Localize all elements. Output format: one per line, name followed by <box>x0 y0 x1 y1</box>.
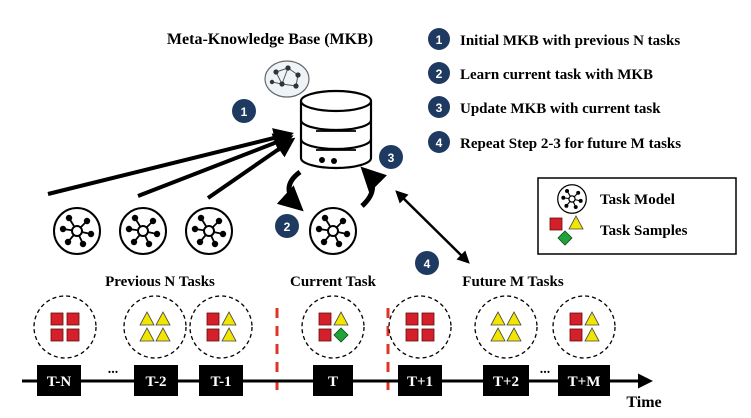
svg-text:1: 1 <box>436 33 443 47</box>
svg-text:3: 3 <box>388 151 395 165</box>
svg-text:4: 4 <box>424 257 431 271</box>
task-samples-icon <box>549 215 584 246</box>
step-badge-2: 2 <box>275 214 299 238</box>
previous-task-model-1 <box>53 207 101 255</box>
step-item-4: 4 Repeat Step 2-3 for future M tasks <box>428 131 681 153</box>
step-text-4: Repeat Step 2-3 for future M tasks <box>460 136 681 152</box>
svg-text:2: 2 <box>284 220 291 234</box>
timeline-box-t-1: T-1 <box>199 365 243 396</box>
current-task-label: Current Task <box>290 274 377 290</box>
timeline-box-t-2: T-2 <box>134 365 178 396</box>
step-badge-3: 3 <box>379 145 403 169</box>
samples-t-plus-m <box>552 295 616 359</box>
svg-text:T-2: T-2 <box>145 374 166 390</box>
svg-text:T+1: T+1 <box>407 374 433 390</box>
svg-text:T+M: T+M <box>568 374 601 390</box>
svg-text:3: 3 <box>436 101 443 115</box>
svg-text:T-1: T-1 <box>210 374 231 390</box>
step-badge-1: 1 <box>232 99 256 123</box>
timeline-box-t-plus-1: T+1 <box>398 365 442 396</box>
samples-t <box>301 295 365 359</box>
step-text-1: Initial MKB with previous N tasks <box>460 33 680 49</box>
samples-t-plus-2 <box>474 295 538 359</box>
init-arrows <box>47 128 296 200</box>
step-item-3: 3 Update MKB with current task <box>428 96 661 118</box>
samples-t-1 <box>189 295 253 359</box>
step-text-3: Update MKB with current task <box>460 101 661 117</box>
timeline-ellipsis-1: ... <box>108 362 119 377</box>
time-axis-label: Time <box>626 394 661 411</box>
samples-t-2 <box>123 295 187 359</box>
current-task-model <box>309 207 357 255</box>
step-item-1: 1 Initial MKB with previous N tasks <box>428 28 680 50</box>
timeline-box-t-plus-m: T+M <box>558 365 610 396</box>
step-list: 1 Initial MKB with previous N tasks 2 Le… <box>428 28 681 153</box>
mkb-title: Meta-Knowledge Base (MKB) <box>167 31 373 48</box>
previous-task-model-2 <box>119 207 167 255</box>
timeline-box-t-n: T-N <box>37 365 81 396</box>
svg-text:T-N: T-N <box>47 374 72 390</box>
step-item-2: 2 Learn current task with MKB <box>428 62 653 84</box>
knowledge-graph-icon <box>264 60 310 98</box>
future-tasks-label: Future M Tasks <box>462 274 564 290</box>
legend: Task Model Task Samples <box>537 177 737 255</box>
step-text-2: Learn current task with MKB <box>460 67 653 83</box>
svg-text:T+2: T+2 <box>493 374 519 390</box>
samples-t-n <box>33 295 97 359</box>
learn-update-arrows <box>276 166 387 212</box>
timeline-box-t-plus-2: T+2 <box>483 365 529 396</box>
svg-text:2: 2 <box>436 67 443 81</box>
previous-task-model-3 <box>185 207 233 255</box>
timeline-box-t: T <box>313 365 353 396</box>
repeat-arrow <box>395 190 470 264</box>
network-graph-icon <box>557 184 587 214</box>
step-badge-4: 4 <box>415 251 439 275</box>
previous-tasks-label: Previous N Tasks <box>105 274 215 290</box>
timeline-ellipsis-2: ... <box>540 362 551 377</box>
svg-text:T: T <box>328 374 338 390</box>
legend-task-model: Task Model <box>600 192 675 208</box>
samples-t-plus-1 <box>388 295 452 359</box>
svg-text:1: 1 <box>241 105 248 119</box>
database-icon <box>299 89 373 170</box>
legend-task-samples: Task Samples <box>600 223 688 239</box>
svg-text:4: 4 <box>436 136 443 150</box>
